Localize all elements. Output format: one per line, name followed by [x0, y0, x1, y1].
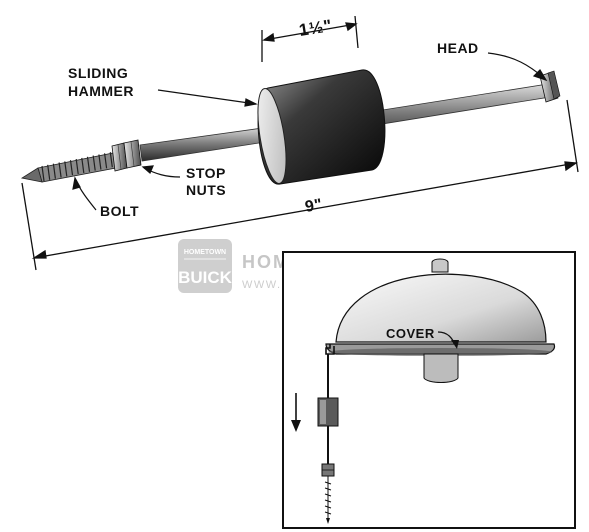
hammer-leader — [157, 89, 257, 105]
sliding-hammer — [257, 69, 386, 185]
rod-lower — [139, 126, 273, 162]
watermark-logo-bottom: BUICK — [178, 268, 233, 287]
stop-nuts — [111, 139, 142, 172]
bolt-tip — [20, 167, 43, 183]
sliding-hammer-label-line1: SLIDING — [68, 65, 128, 81]
bolt-thread — [92, 155, 96, 171]
bolt-thread — [52, 163, 56, 179]
hook — [325, 344, 335, 355]
inset-bolt — [324, 476, 332, 518]
cover-dome — [335, 273, 547, 343]
width-dimension — [261, 15, 359, 62]
bolt-thread — [81, 157, 85, 173]
slide-hammer-tool — [20, 69, 561, 185]
bolt-thread — [98, 154, 102, 170]
cover-knob — [431, 258, 449, 273]
bolt-thread — [41, 165, 45, 182]
bolt-thread — [64, 161, 68, 177]
stop-nuts-label-line2: NUTS — [186, 182, 226, 198]
head-label: HEAD — [437, 40, 479, 56]
threaded-bolt — [20, 150, 122, 183]
bolt-label: BOLT — [100, 203, 139, 219]
bolt-thread — [104, 153, 108, 169]
watermark-logo-box — [178, 239, 232, 293]
bolt-thread — [86, 156, 91, 172]
bolt-thread — [58, 162, 62, 178]
cover-label: COVER — [386, 326, 435, 341]
stop-nuts-label-line1: STOP — [186, 165, 226, 181]
bolt-thread — [69, 160, 74, 176]
length-label: 9" — [304, 196, 324, 216]
sliding-hammer-label-line2: HAMMER — [68, 83, 134, 99]
pull-direction-arrow — [291, 393, 301, 432]
bolt-thread — [75, 159, 79, 175]
bolt-thread — [47, 164, 51, 180]
length-dimension — [21, 99, 579, 271]
tool-head — [539, 70, 561, 103]
cover-inset: COVER — [282, 251, 576, 529]
watermark-logo-top: HOMETOWN — [184, 249, 226, 256]
cover-bushing — [423, 353, 459, 383]
width-label: 1½" — [298, 16, 334, 40]
bolt-thread — [109, 152, 113, 168]
